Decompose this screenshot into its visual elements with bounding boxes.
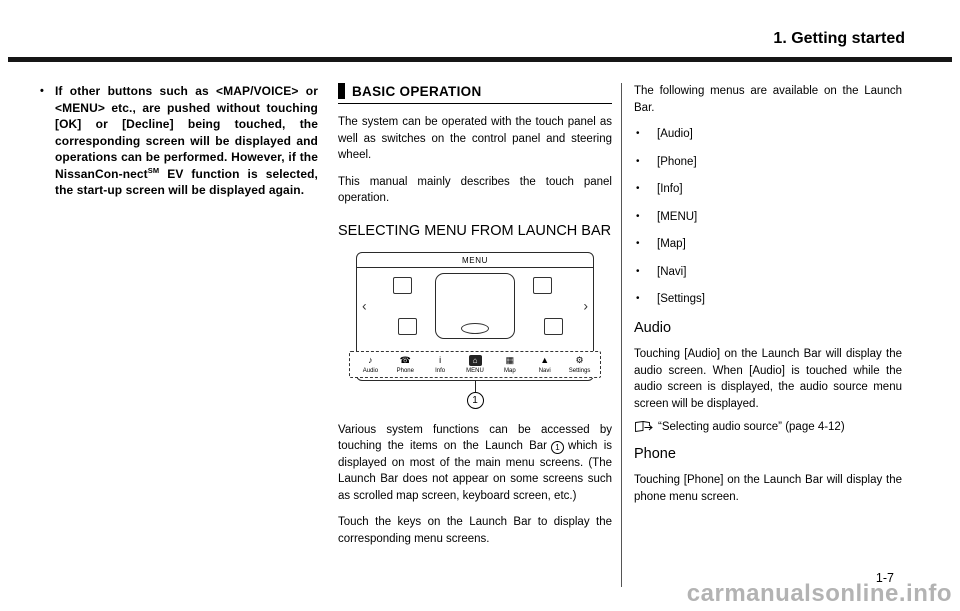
launch-bar: ♪ Audio ☎ Phone i Info ⌂ [349, 350, 601, 378]
menu-item-audio: • [Audio] [634, 126, 902, 142]
launchbar-item-label: Info [435, 367, 446, 374]
inline-callout-1: 1 [551, 441, 565, 454]
center-widget-oval [461, 322, 489, 334]
menu-item-label: [Phone] [657, 155, 697, 168]
launchbar-item-info: i Info [423, 355, 458, 375]
launchbar-item-label: Settings [568, 367, 591, 374]
bullet-marker: • [636, 155, 640, 167]
menu-item-menu: • [MENU] [634, 209, 902, 225]
navigation-arrow-icon: ▲ [540, 354, 550, 365]
launchbar-item-label: Audio [362, 367, 379, 374]
bullet-marker: • [636, 293, 640, 304]
paragraph-phone: Touching [Phone] on the Launch Bar will … [634, 474, 902, 503]
launchbar-item-label: Map [504, 367, 516, 374]
paragraph-part2: which is displayed on most of the main m… [338, 440, 612, 502]
menu-item-navi: • [Navi] [634, 264, 902, 280]
note-text-superscript: SM [147, 165, 160, 175]
bullet-marker: • [636, 210, 640, 222]
launchbar-item-audio: ♪ Audio [353, 355, 388, 375]
launchbar-item-map: ▦ Map [492, 355, 527, 375]
section-marker-bar [338, 83, 345, 99]
right-column: The following menus are available on the… [621, 83, 902, 587]
music-note-icon: ♪ [368, 354, 373, 365]
bullet-marker: • [636, 128, 640, 139]
chevron-left-icon: ‹ [362, 296, 367, 313]
callout-circle-number: 1 [466, 391, 484, 409]
watermark-text: carmanualsonline.info [686, 580, 952, 607]
bullet-marker: • [636, 183, 640, 194]
section-heading: BASIC OPERATION [338, 83, 612, 104]
home-icon: ⌂ [468, 354, 482, 366]
menu-item-label: [MENU] [657, 210, 698, 223]
page-reference-text: “Selecting audio source” (page 4-12) [658, 420, 845, 433]
screen-title: MENU [357, 253, 593, 268]
gear-icon: ⚙ [575, 354, 584, 365]
widget-square-bottom-left [398, 317, 417, 335]
launchbar-item-label: Navi [538, 367, 551, 374]
menu-item-settings: • [Settings] [634, 291, 902, 307]
menu-item-label: [Settings] [657, 293, 705, 305]
menu-item-label: [Info] [657, 183, 683, 195]
chevron-right-icon: › [583, 296, 588, 313]
page-reference-icon [634, 420, 654, 433]
note-text-part1: If other buttons such as <MAP/VOICE> or … [55, 84, 318, 181]
section-heading-text: BASIC OPERATION [352, 83, 482, 99]
audio-heading: Audio [634, 320, 672, 336]
launchbar-item-label: MENU [466, 367, 484, 374]
map-icon: ▦ [505, 354, 515, 365]
note-item: • If other buttons such as <MAP/VOICE> o… [40, 83, 318, 199]
widget-square-top-left [393, 276, 412, 294]
paragraph-touch-panel: The system can be operated with the touc… [338, 116, 612, 161]
phone-heading: Phone [634, 446, 676, 462]
page-number: 1-7 [875, 571, 894, 585]
header-rule [8, 57, 952, 62]
callout-stem-line [474, 380, 476, 392]
subsection-heading: SELECTING MENU FROM LAUNCH BAR [338, 222, 612, 239]
menu-item-phone: • [Phone] [634, 154, 902, 170]
content-columns: • If other buttons such as <MAP/VOICE> o… [40, 83, 902, 587]
paragraph-part1: Various system functions can be accessed… [338, 423, 612, 453]
center-widget [435, 272, 515, 339]
info-icon: i [439, 354, 442, 365]
figure-callout-1: 1 [338, 380, 612, 409]
note-text-part2: nect [122, 166, 148, 181]
launch-bar-menu-list: • [Audio] • [Phone] • [Info] • [MENU] • [634, 126, 902, 307]
audio-page-reference: “Selecting audio source” (page 4-12) [634, 420, 902, 433]
chapter-title: 1. Getting started [773, 30, 905, 47]
bullet-marker: • [636, 238, 640, 249]
bullet-marker: • [636, 265, 640, 277]
paragraph-audio: Touching [Audio] on the Launch Bar will … [634, 348, 902, 410]
middle-column: BASIC OPERATION The system can be operat… [338, 83, 612, 587]
left-column: • If other buttons such as <MAP/VOICE> o… [40, 83, 318, 587]
menu-item-info: • [Info] [634, 181, 902, 197]
launch-bar-figure: MENU ‹ › ♪ [338, 251, 612, 409]
launchbar-item-menu: ⌂ MENU [458, 354, 493, 375]
note-text-part3: EV function is selected, the start-up sc… [55, 166, 318, 198]
paragraph-manual-describes: This manual mainly describes the touch p… [338, 175, 612, 205]
paragraph-touch-keys: Touch the keys on the Launch Bar to disp… [338, 516, 612, 545]
menu-item-label: [Map] [657, 238, 686, 250]
bullet-marker: • [40, 85, 44, 97]
note-text: If other buttons such as <MAP/VOICE> or … [55, 83, 318, 199]
launchbar-item-navi: ▲ Navi [527, 355, 562, 375]
screen-body: ‹ › [357, 268, 593, 344]
launchbar-item-label: Phone [396, 367, 414, 374]
display-screen-illustration: MENU ‹ › ♪ [349, 251, 601, 381]
widget-square-top-right [533, 276, 552, 294]
menu-item-label: [Navi] [657, 265, 687, 278]
menu-item-map: • [Map] [634, 236, 902, 252]
paragraph-available-menus: The following menus are available on the… [634, 85, 902, 114]
menu-item-label: [Audio] [657, 128, 693, 140]
widget-square-bottom-right [544, 317, 563, 335]
phone-icon: ☎ [399, 354, 411, 365]
paragraph-launch-bar-access: Various system functions can be accessed… [338, 422, 612, 505]
launchbar-item-settings: ⚙ Settings [562, 355, 597, 375]
launchbar-item-phone: ☎ Phone [388, 355, 423, 375]
